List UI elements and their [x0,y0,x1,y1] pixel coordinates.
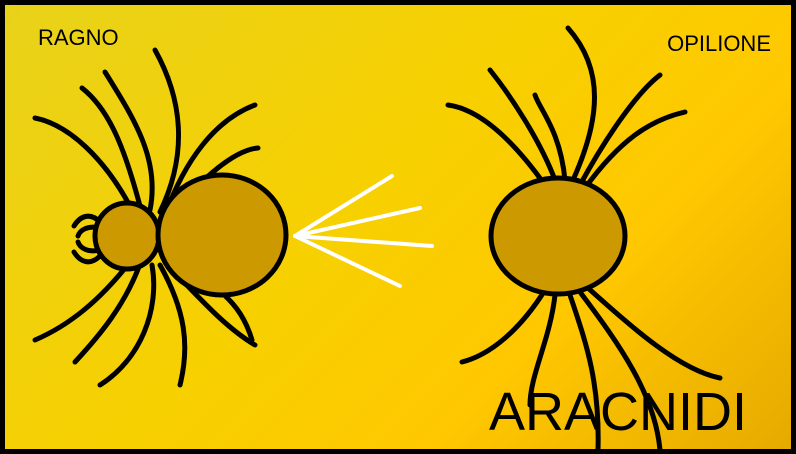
spider-cephalothorax [95,203,159,269]
connector-ray [295,208,420,236]
harvestman-leg [462,290,545,362]
spider-leg [82,88,140,206]
spider-leg [75,264,140,362]
harvestman-leg [568,28,595,180]
diagram-title: ARACNIDI [489,385,747,439]
harvestman-leg [448,105,545,185]
connector-rays [295,176,432,286]
spider-pedipalp [74,252,100,262]
spider-leg [35,262,130,340]
harvestman-label: OPILIONE [667,31,771,57]
spider-figure [35,50,286,385]
harvestman-leg [490,70,555,180]
spider-leg [105,72,152,210]
spider-abdomen [158,175,286,295]
harvestman-body [491,178,625,294]
spider-label: RAGNO [38,25,119,51]
